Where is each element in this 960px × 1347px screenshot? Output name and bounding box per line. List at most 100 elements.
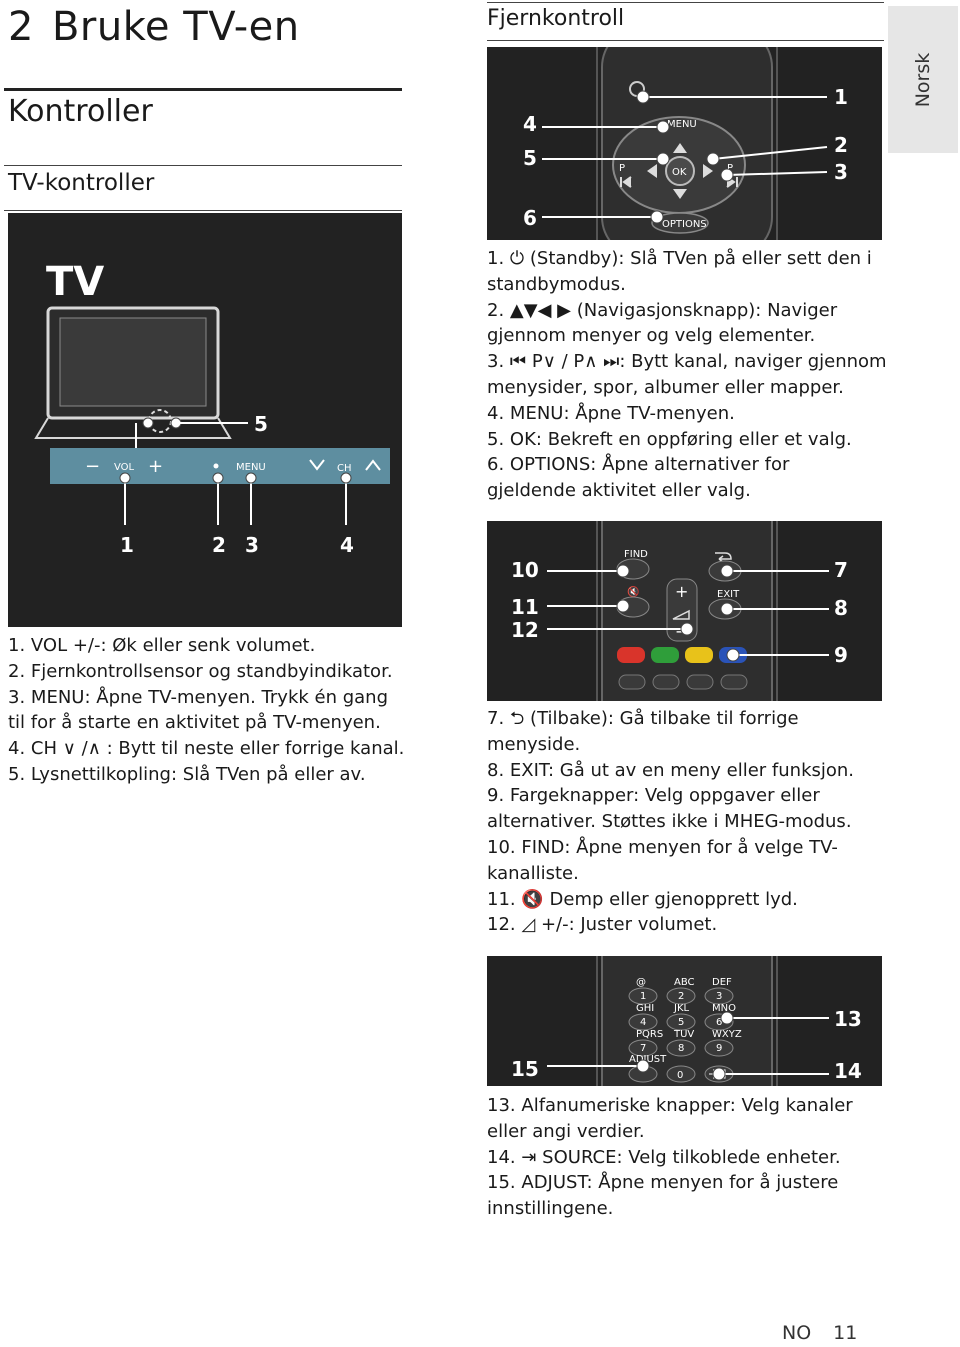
remote-illustration-navigation: MENU OK P P OPTIONS 4 5 6 — [487, 47, 882, 240]
section-title: Kontroller — [8, 94, 153, 129]
callout-5: 5 — [254, 412, 268, 436]
keypad-digit: 9 — [716, 1043, 722, 1054]
keypad-key — [628, 987, 658, 1005]
volume-icon — [672, 609, 690, 620]
keypad-key — [666, 1039, 696, 1057]
vol-label: VOL — [114, 462, 135, 473]
red-key — [617, 647, 645, 663]
list-item: 9. Fargeknapper: Velg oppgaver eller — [487, 785, 820, 807]
keypad-digit: 7 — [640, 1043, 646, 1054]
list-item: til for å starte en aktivitet på TV-meny… — [8, 712, 381, 734]
keypad-digit: 4 — [640, 1017, 646, 1028]
p-right-label: P — [727, 163, 733, 174]
list-item: 5. OK: Bekreft en oppføring eller et val… — [487, 428, 852, 450]
options-button — [651, 212, 709, 234]
subsection-title-tv-controls: TV-kontroller — [8, 170, 155, 196]
divider — [487, 40, 884, 41]
ok-button — [665, 156, 695, 186]
p-left-label: P — [619, 163, 625, 174]
callout-4: 4 — [523, 112, 537, 136]
keypad-digit: 1 — [640, 991, 646, 1002]
list-item: standbymodus. — [487, 273, 626, 295]
exit-label: EXIT — [717, 589, 740, 600]
tv-label: TV — [46, 259, 104, 305]
list-item: 4. MENU: Åpne TV-menyen. — [487, 402, 735, 424]
keypad-letters: GHI — [636, 1003, 654, 1014]
language-tab: Norsk — [888, 6, 958, 153]
ch-up-icon — [365, 459, 381, 471]
keypad-key — [666, 987, 696, 1005]
keypad-letters: MNO — [712, 1003, 736, 1014]
list-item: 12. ◿ +/-: Juster volumet. — [487, 914, 718, 936]
language-tab-label: Norsk — [912, 52, 934, 107]
list-item: 11. 🔇 Demp eller gjenopprett lyd. — [487, 888, 798, 910]
list-item: menysider, spor, albumer eller mapper. — [487, 376, 844, 398]
callout-2: 2 — [212, 533, 226, 557]
green-key — [651, 647, 679, 663]
callout-4: 4 — [340, 533, 354, 557]
yellow-key — [685, 647, 713, 663]
adjust-label: ADJUST — [629, 1054, 667, 1065]
subsection-title-remote: Fjernkontroll — [487, 6, 625, 31]
prev-icon — [620, 176, 632, 188]
list-item: 5. Lysnettilkopling: Slå TVen på eller a… — [8, 763, 366, 785]
mute-icon: 🔇 — [627, 585, 639, 598]
nav-down-icon — [673, 189, 687, 199]
nav-up-icon — [673, 143, 687, 153]
keypad-digit: 8 — [678, 1043, 684, 1054]
keypad-letters: PQRS — [636, 1029, 663, 1040]
callout-6: 6 — [523, 206, 537, 230]
tv-screen — [59, 317, 207, 407]
list-item: 8. EXIT: Gå ut av en meny eller funksjon… — [487, 759, 855, 781]
vol-minus: − — [85, 456, 100, 477]
divider — [4, 210, 402, 211]
list-item: 2. Fjernkontrollsensor og standbyindikat… — [8, 660, 393, 682]
list-item: 10. FIND: Åpne menyen for å velge TV- — [487, 836, 838, 858]
callout-14: 14 — [834, 1059, 862, 1083]
find-label: FIND — [624, 549, 648, 560]
vol-plus: + — [148, 456, 163, 477]
chapter-number: 2 — [8, 4, 34, 50]
list-item: 3. ⏮ P∨ / P∧ ⏭: Bytt kanal, naviger gjen… — [487, 351, 887, 373]
list-item: 7. ⮌ (Tilbake): Gå tilbake til forrige — [487, 708, 799, 729]
keypad-digit: 2 — [678, 991, 684, 1002]
ch-down-icon — [309, 459, 325, 471]
keypad-letters: DEF — [712, 977, 732, 988]
list-item: gjennom menyer og velg elementer. — [487, 325, 816, 347]
keypad-key — [704, 987, 734, 1005]
keypad-digit: 5 — [678, 1017, 684, 1028]
callout-3: 3 — [245, 533, 259, 557]
tv-stand — [34, 417, 232, 439]
list-item: 3. MENU: Åpne TV-menyen. Trykk én gang — [8, 686, 389, 708]
callout-8: 8 — [834, 596, 848, 620]
keypad-key — [704, 1039, 734, 1057]
keypad-letters: @ — [636, 977, 646, 988]
list-item: innstillingene. — [487, 1198, 614, 1220]
keypad-letters: JKL — [673, 1003, 690, 1014]
divider — [4, 165, 402, 166]
callout-3: 3 — [834, 160, 848, 184]
remote-list-1: 1. ⏻ (Standby): Slå TVen på eller sett d… — [487, 246, 887, 504]
remote-list-3: 13. Alfanumeriske knapper: Velg kanaler … — [487, 1093, 882, 1222]
menu-label: MENU — [236, 462, 266, 473]
vol-plus-label: + — [675, 582, 688, 601]
list-item: 13. Alfanumeriske knapper: Velg kanaler — [487, 1095, 853, 1116]
list-item: 1. VOL +/-: Øk eller senk volumet. — [8, 635, 316, 656]
list-item: 2. ▲▼◀ ▶ (Navigasjonsknapp): Naviger — [487, 299, 838, 321]
options-label: OPTIONS — [662, 219, 707, 230]
list-item: 6. OPTIONS: Åpne alternativer for — [487, 454, 790, 476]
callout-10: 10 — [511, 558, 539, 582]
keypad-key — [666, 1013, 696, 1031]
callout-5: 5 — [523, 146, 537, 170]
callout-11: 11 — [511, 595, 539, 619]
list-item: eller angi verdier. — [487, 1120, 645, 1142]
list-item: 15. ADJUST: Åpne menyen for å justere — [487, 1172, 839, 1194]
footer-language: NO — [782, 1322, 812, 1344]
nav-left-icon — [647, 164, 657, 178]
callout-13: 13 — [834, 1007, 862, 1031]
keypad-letters: ABC — [674, 977, 695, 988]
